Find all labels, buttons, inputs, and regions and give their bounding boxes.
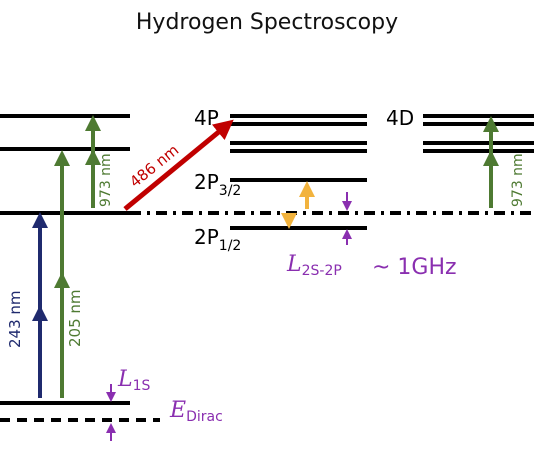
- arrow-486nm: [123, 119, 234, 211]
- label-2p12: 2P1/2: [194, 225, 241, 254]
- label-l1s: L1S: [117, 367, 151, 394]
- label-2p32: 2P3/2: [194, 170, 241, 199]
- label-973nm-right: 973 nm: [510, 153, 526, 207]
- label-l2s-2p: L2S-2P: [286, 252, 342, 279]
- label-edirac: EDirac: [169, 398, 223, 425]
- label-4p: 4P: [194, 106, 219, 130]
- label-approx-1ghz: ~ 1GHz: [372, 255, 457, 280]
- diagram-title: Hydrogen Spectroscopy: [135, 10, 399, 35]
- label-205nm: 205 nm: [66, 289, 84, 347]
- label-243nm: 243 nm: [6, 290, 24, 348]
- label-4d: 4D: [386, 106, 414, 130]
- label-973nm-left: 973 nm: [98, 153, 114, 207]
